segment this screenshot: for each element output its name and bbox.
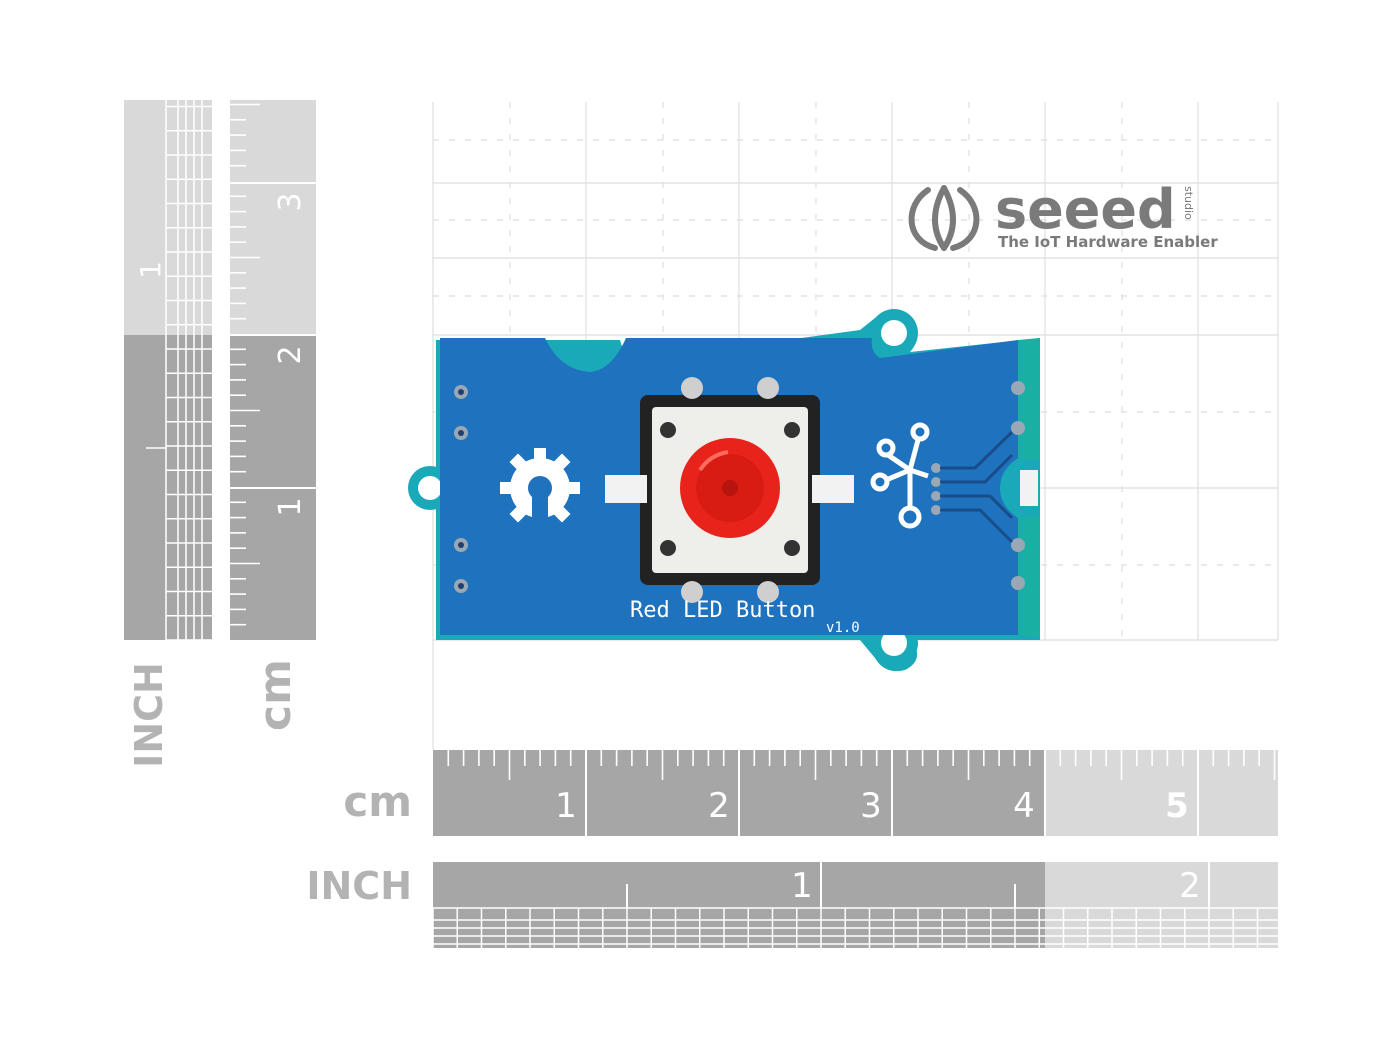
bottom-cm-number-5: 5 bbox=[1165, 786, 1189, 826]
bottom-inch-number-2: 2 bbox=[1179, 866, 1201, 906]
bottom-cm-number-3: 3 bbox=[860, 786, 882, 826]
red-led-cap bbox=[680, 438, 780, 538]
seeed-wordmark: seeed bbox=[995, 178, 1176, 241]
left-inch-label: INCH bbox=[127, 662, 171, 768]
left-inch-number: 1 bbox=[134, 261, 167, 279]
seeed-studio-text: studio bbox=[1182, 186, 1195, 220]
board-version: v1.0 bbox=[826, 620, 860, 636]
left-cm-ruler: 3 2 1 bbox=[230, 100, 316, 640]
bottom-cm-number-2: 2 bbox=[708, 786, 730, 826]
bottom-cm-label: cm bbox=[343, 777, 412, 826]
bottom-cm-number-4: 4 bbox=[1013, 786, 1035, 826]
left-inch-ruler: 1 bbox=[124, 100, 212, 641]
right-pads bbox=[931, 381, 1025, 590]
grove-red-led-button-board: Red LED Button v1.0 bbox=[408, 309, 1040, 672]
grove-node-icon bbox=[870, 422, 930, 529]
bottom-cm-ruler: 1 2 3 4 5 bbox=[433, 750, 1278, 836]
left-cm-number-1: 1 bbox=[273, 497, 308, 516]
seeed-tagline: The IoT Hardware Enabler bbox=[998, 233, 1218, 251]
bottom-cm-number-1: 1 bbox=[555, 786, 577, 826]
bottom-inch-ruler: 1 2 bbox=[432, 862, 1278, 948]
seeed-leaf-icon bbox=[908, 185, 980, 251]
bottom-inch-label: INCH bbox=[306, 864, 412, 908]
left-cm-number-3: 3 bbox=[273, 192, 308, 211]
seeed-logo: seeed studio The IoT Hardware Enabler bbox=[908, 178, 1218, 251]
left-cm-number-2: 2 bbox=[273, 345, 308, 364]
board-title: Red LED Button bbox=[630, 598, 815, 623]
bottom-inch-number-1: 1 bbox=[791, 866, 813, 906]
left-cm-label: cm bbox=[250, 659, 301, 731]
